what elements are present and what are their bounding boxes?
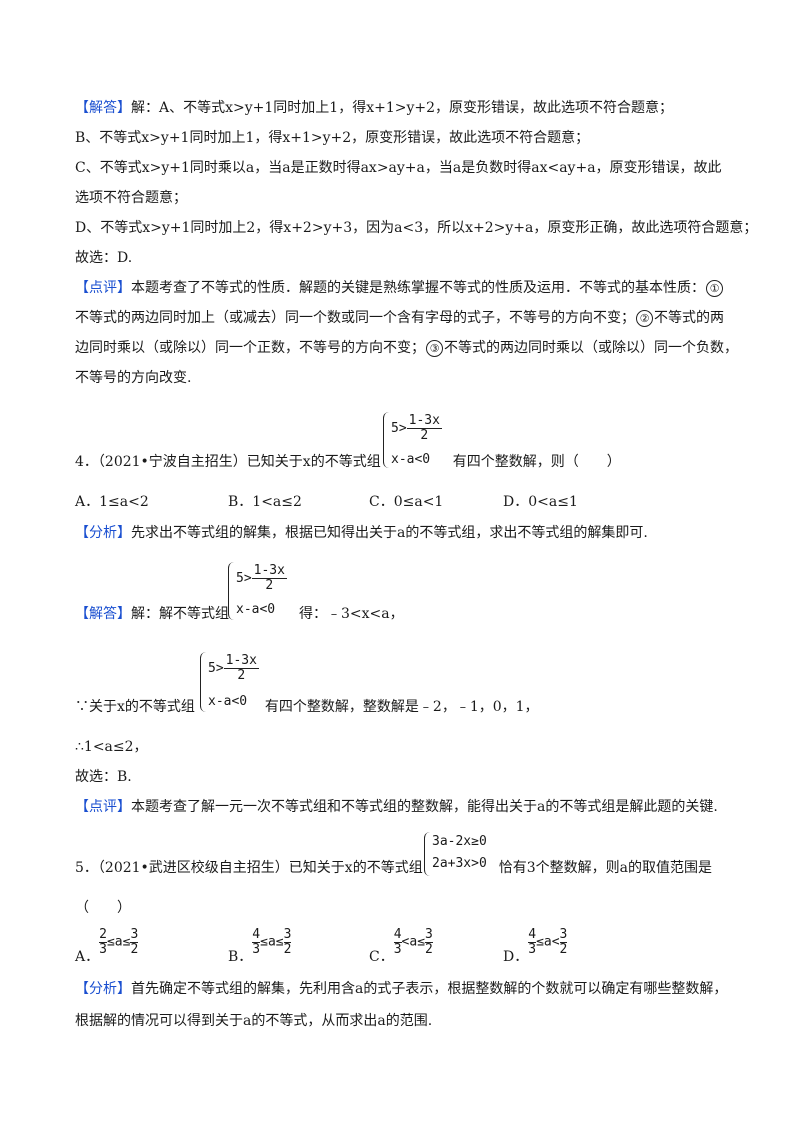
- q4-choice: 故选：B.: [75, 769, 132, 785]
- q4-therefore: ∴1<a≤2，: [75, 739, 148, 755]
- circled-number-3: ③: [426, 340, 443, 357]
- answer-line-c: C、不等式x>y+1同时乘以a，当a是正数时得ax>ay+a，当a是负数时得ax…: [75, 160, 722, 176]
- comment-tag: 【点评】: [75, 280, 131, 296]
- q5-paren: （ ）: [75, 900, 131, 916]
- circled-number-1: ①: [706, 280, 723, 297]
- q5-analysis-line-1: 【分析】首先确定不等式组的解集，先利用含a的式子表示，根据整数解的个数就可以确定…: [75, 981, 728, 997]
- q4-answer-line: 【解答】解：解不等式组得：﹣3<x<a，: [75, 606, 404, 622]
- q4-option-a: A．1≤a<2: [75, 494, 149, 510]
- answer-choice: 故选：D.: [75, 250, 133, 266]
- q4-option-d: D．0<a≤1: [503, 494, 578, 510]
- answer-line-a: 【解答】解：A、不等式x>y+1同时加上1，得x+1>y+2，原变形错误，故此选…: [75, 100, 673, 116]
- q4-option-c: C．0≤a<1: [369, 494, 444, 510]
- q4-analysis: 【分析】先求出不等式组的解集，根据已知得出关于a的不等式组，求出不等式组的解集即…: [75, 525, 648, 541]
- question-4-stem: 4．（2021•宁波自主招生）已知关于x的不等式组有四个整数解，则（ ）: [75, 454, 621, 470]
- q5-analysis-line-2: 根据解的情况可以得到关于a的不等式，从而求出a的范围.: [75, 1013, 433, 1029]
- comment-line-2: 不等式的两边同时加上（或减去）同一个数或同一个含有字母的式子，不等号的方向不变；…: [75, 310, 724, 327]
- question-5-stem: 5．（2021•武进区校级自主招生）已知关于x的不等式组恰有3个整数解，则a的取…: [75, 860, 712, 876]
- answer-line-c2: 选项不符合题意；: [75, 190, 187, 206]
- comment-line-4: 不等号的方向改变.: [75, 370, 192, 386]
- answer-tag: 【解答】: [75, 100, 131, 116]
- comment-line-1: 【点评】本题考查了不等式的性质．解题的关键是熟练掌握不等式的性质及运用．不等式的…: [75, 278, 724, 298]
- answer-line-d: D、不等式x>y+1同时加上2，得x+2>y+3，因为a<3，所以x+2>y+a…: [75, 220, 758, 236]
- answer-line-b: B、不等式x>y+1同时加上1，得x+1>y+2，原变形错误，故此选项不符合题意…: [75, 130, 590, 146]
- inequality-system-q5: 3a-2x≥0 2a+3x>0: [424, 832, 514, 876]
- circled-number-2: ②: [636, 310, 653, 327]
- brace: [383, 412, 390, 468]
- q4-option-b: B．1<a≤2: [228, 494, 302, 510]
- q4-since-line: ∵关于x的不等式组有四个整数解，整数解是﹣2，﹣1，0，1，: [75, 699, 539, 715]
- q4-comment: 【点评】本题考查了解一元一次不等式组和不等式组的整数解，能得出关于a的不等式组是…: [75, 799, 718, 815]
